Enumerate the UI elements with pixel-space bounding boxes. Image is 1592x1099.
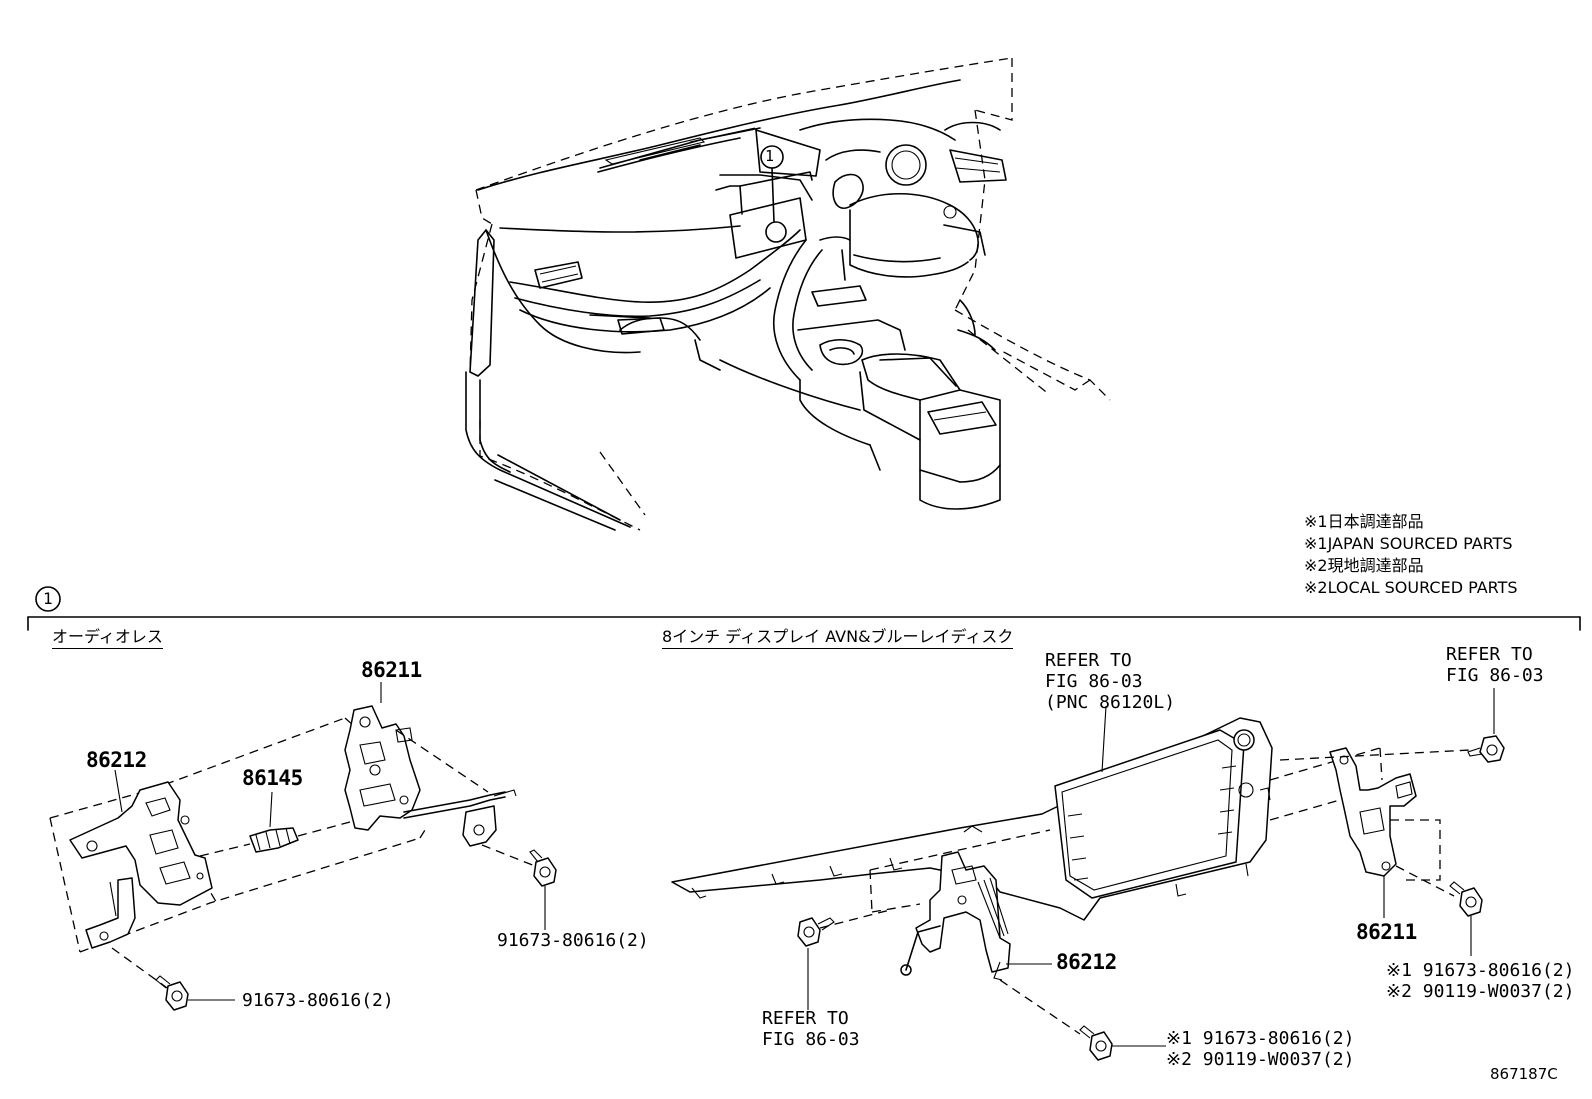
note-local-en: ※2LOCAL SOURCED PARTS [1304,578,1518,597]
refer-top-center-2: FIG 86-03 [1045,671,1143,692]
dashboard-illustration [465,57,1111,531]
refer-top-center-3: (PNC 86120L) [1045,692,1176,713]
part-86211-right: 86211 [1356,920,1417,944]
refer-top-right-2: FIG 86-03 [1446,665,1544,686]
part-bolt-center-local: ※2 90119-W0037(2) [1166,1049,1355,1070]
part-bolt-center-jp: ※1 91673-80616(2) [1166,1028,1355,1049]
callout-marker-dashboard: 1 [765,147,775,165]
part-86212-right: 86212 [1056,950,1117,974]
part-bolt-left-right: 91673-80616(2) [497,930,649,951]
heading-audioless: オーディオレス [52,626,163,649]
illustration-id: 867187C [1490,1065,1558,1083]
note-local-jp: ※2現地調達部品 [1304,556,1424,575]
heading-display-avn: 8インチ ディスプレイ AVN&ブルーレイディスク [662,626,1014,649]
part-bolt-left-bottom: 91673-80616(2) [242,990,394,1011]
part-86212-left: 86212 [86,748,147,772]
part-bolt-right-jp: ※1 91673-80616(2) [1386,960,1575,981]
refer-bottom-left-1: REFER TO [762,1008,849,1029]
section-marker: 1 [43,589,53,608]
part-86211-left: 86211 [361,658,422,682]
audioless-assembly [49,682,557,1011]
refer-top-right-1: REFER TO [1446,644,1533,665]
note-japan-jp: ※1日本調達部品 [1304,512,1424,531]
part-86145: 86145 [242,766,303,790]
refer-bottom-left-2: FIG 86-03 [762,1029,860,1050]
refer-top-center-1: REFER TO [1045,650,1132,671]
part-bolt-right-local: ※2 90119-W0037(2) [1386,981,1575,1002]
display-assembly [671,688,1505,1061]
note-japan-en: ※1JAPAN SOURCED PARTS [1304,534,1513,553]
